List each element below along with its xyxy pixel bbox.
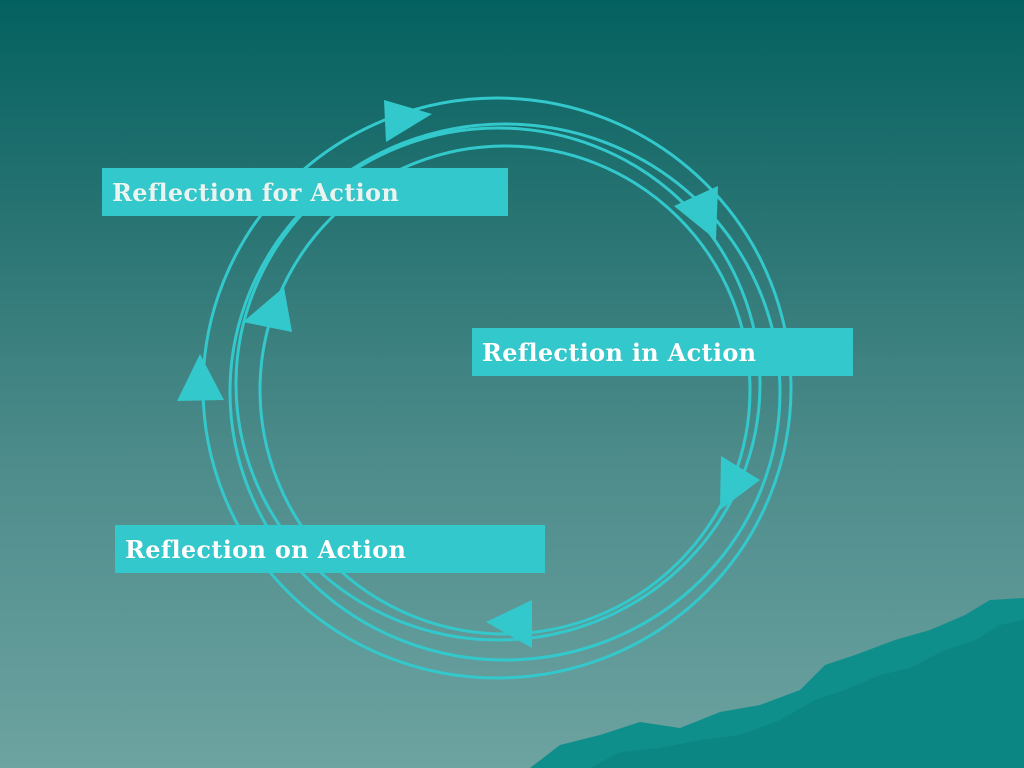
cycle-rings <box>201 96 793 680</box>
label-reflection-for-action-text: Reflection for Action <box>112 177 400 207</box>
mountain-silhouette <box>530 598 1024 768</box>
label-reflection-on-action-text: Reflection on Action <box>125 534 407 564</box>
cycle-arrowheads <box>177 100 760 648</box>
label-reflection-for-action: Reflection for Action <box>102 168 508 216</box>
arrow-top-icon <box>384 100 432 142</box>
cycle-ring-2 <box>228 122 782 662</box>
arrow-upper-right-icon <box>674 186 718 240</box>
arrow-right-icon <box>720 456 760 510</box>
label-reflection-in-action-text: Reflection in Action <box>482 337 757 367</box>
cycle-ring-3 <box>234 126 762 642</box>
cycle-ring-4 <box>258 144 752 636</box>
label-reflection-in-action: Reflection in Action <box>472 328 853 376</box>
arrow-left-icon <box>177 354 224 401</box>
arrow-upper-left-icon <box>243 287 292 332</box>
label-reflection-on-action: Reflection on Action <box>115 525 545 573</box>
mountain-front-ridge <box>590 620 1024 768</box>
arrow-bottom-icon <box>486 600 532 648</box>
